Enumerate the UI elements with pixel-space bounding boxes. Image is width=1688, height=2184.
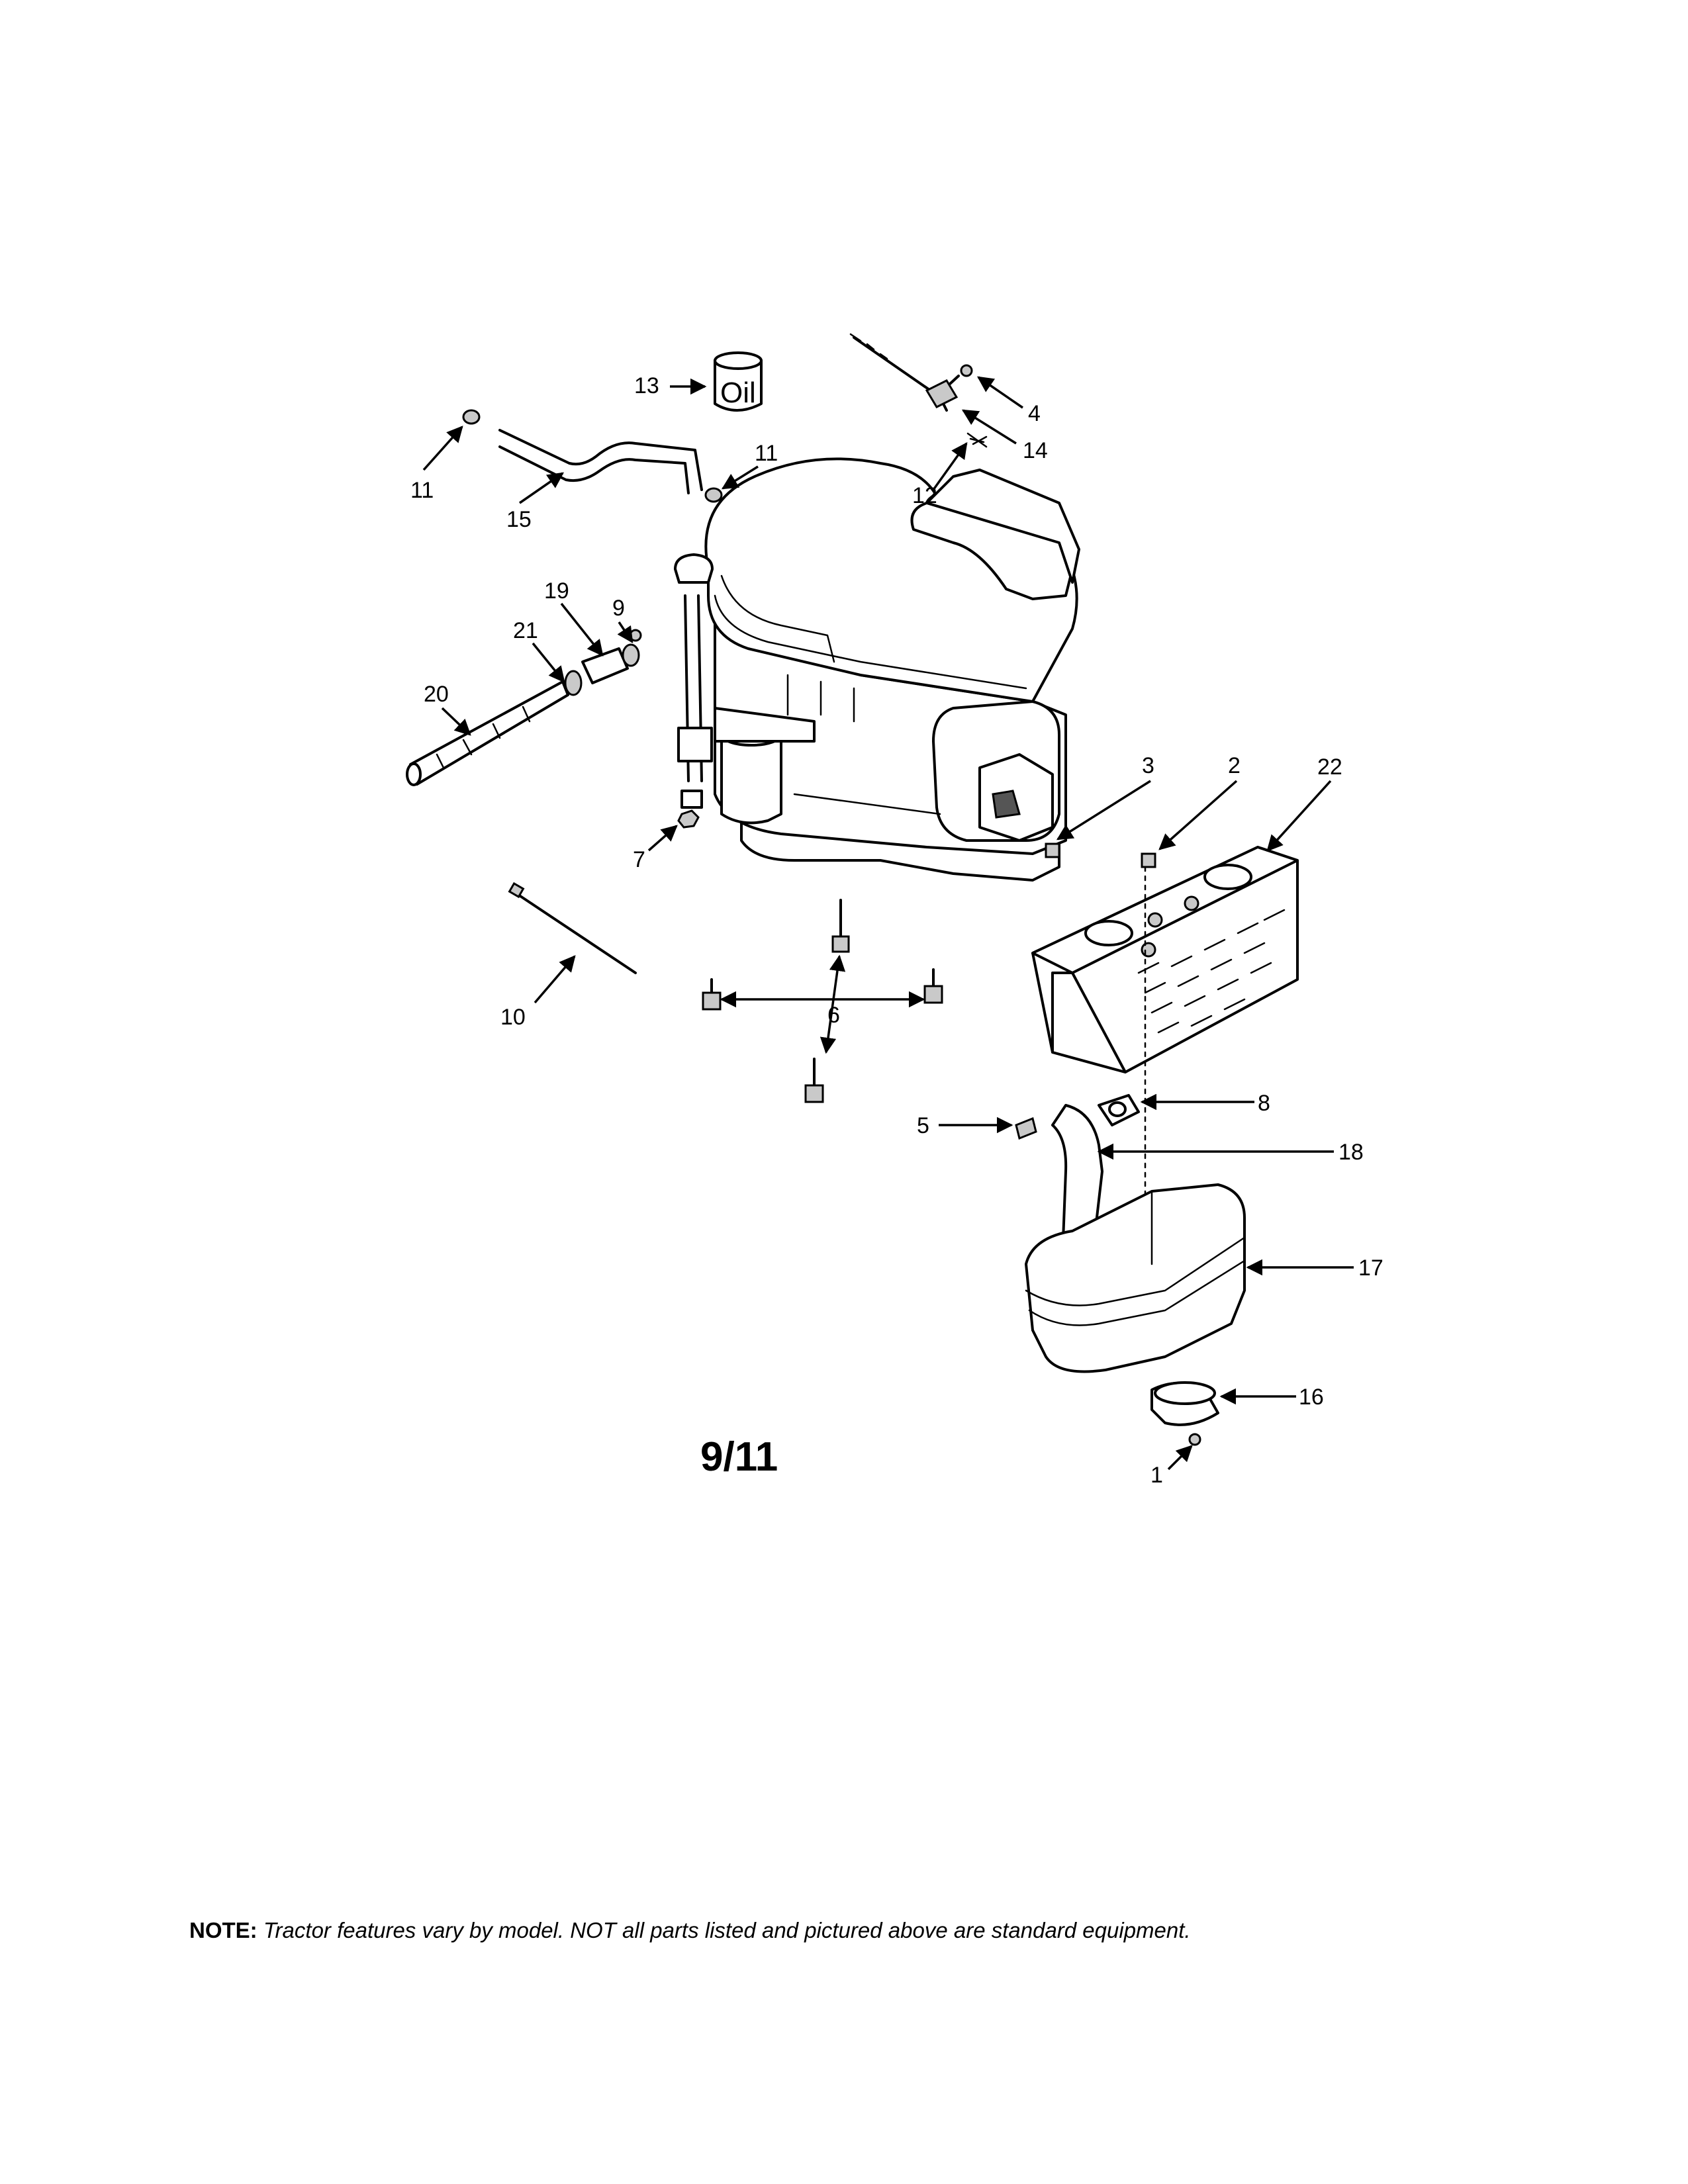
- shield-bolt-3: [1045, 842, 1060, 858]
- engine-bolt-left: [702, 978, 722, 1011]
- callout-1: 1: [1150, 1463, 1163, 1488]
- callout-11-right: 11: [755, 441, 778, 466]
- muffler: [1025, 1183, 1246, 1373]
- exhaust-gasket: [1098, 1094, 1140, 1126]
- fuel-fitting: [629, 629, 642, 642]
- callout-leaders: [422, 376, 1354, 1471]
- callout-11-left: 11: [410, 478, 434, 503]
- callout-2: 2: [1228, 753, 1241, 778]
- callout-labels: 13 11 11 15 12 14 4 19 9 21 20 7 10 6 3 …: [410, 373, 1383, 1488]
- oil-bottle: Oil: [714, 351, 763, 412]
- callout-6: 6: [827, 1003, 840, 1028]
- shield-bolt-2: [1141, 852, 1156, 868]
- cable-tie: [508, 882, 637, 974]
- callout-17: 17: [1358, 1255, 1383, 1281]
- nut: [677, 809, 700, 829]
- exhaust-screw: [1015, 1116, 1037, 1140]
- fuel-clamp: [564, 670, 583, 696]
- fuel-filter: [581, 643, 640, 684]
- callout-13: 13: [634, 373, 659, 398]
- callout-14: 14: [1023, 438, 1048, 463]
- hose-clamp-left: [462, 409, 481, 425]
- note-text: Tractor features vary by model. NOT all …: [263, 1918, 1191, 1942]
- engine-bolt-bottom: [804, 1058, 824, 1103]
- callout-16: 16: [1299, 1385, 1324, 1410]
- engine-bolt-top: [831, 899, 850, 953]
- fuel-line: [406, 680, 569, 786]
- cable-screw: [949, 364, 973, 385]
- callout-20: 20: [424, 682, 449, 707]
- callout-10: 10: [500, 1005, 526, 1030]
- breather-hose: [498, 429, 703, 494]
- callout-22: 22: [1317, 754, 1342, 780]
- engine-assembly: [674, 457, 1080, 882]
- callout-5: 5: [917, 1113, 929, 1138]
- note-label: NOTE:: [189, 1918, 258, 1942]
- callout-21: 21: [513, 618, 538, 643]
- cable-clamp: [925, 379, 959, 408]
- callout-4: 4: [1028, 401, 1041, 426]
- hose-clamp-right: [704, 487, 723, 503]
- callout-12: 12: [912, 483, 937, 508]
- footnote: NOTE: Tractor features vary by model. NO…: [189, 1918, 1191, 1943]
- callout-18: 18: [1338, 1140, 1364, 1165]
- engine-bolt-right: [923, 968, 943, 1004]
- muffler-deflector: [1150, 1381, 1219, 1426]
- callout-3: 3: [1142, 753, 1154, 778]
- callout-19: 19: [544, 578, 569, 604]
- callout-8: 8: [1258, 1091, 1270, 1116]
- throttle-spring: [966, 432, 988, 448]
- deflector-screw: [1188, 1433, 1201, 1446]
- figure-label: 9/11: [700, 1434, 778, 1480]
- heat-shield: [1031, 846, 1299, 1073]
- callout-15: 15: [506, 507, 532, 532]
- oil-label: Oil: [720, 377, 756, 409]
- callout-7: 7: [633, 847, 645, 872]
- callout-9: 9: [612, 596, 625, 621]
